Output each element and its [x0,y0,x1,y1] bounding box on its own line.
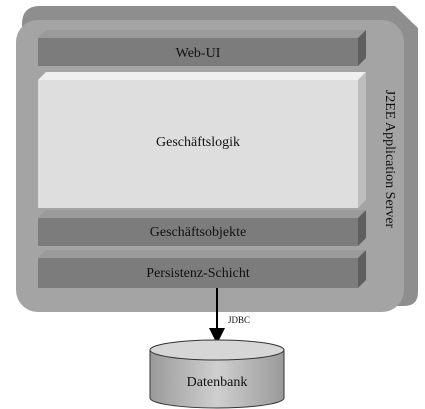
persistenz-schicht-label: Persistenz-Schicht [146,266,250,281]
geschaeftsobjekte-label: Geschäftsobjekte [150,225,246,240]
jdbc-label: JDBC [228,315,250,325]
server-label: J2EE Application Server [382,90,397,229]
geschaeftslogik-label: Geschäftslogik [156,135,240,150]
database-label: Datenbank [187,375,248,390]
layer-web-ui [38,30,366,66]
database-cylinder [149,339,285,409]
web-ui-label: Web-UI [176,46,221,61]
layer-geschaeftsobjekte [38,210,366,246]
layer-geschaeftslogik [38,72,366,208]
layer-persistenz-schicht [38,250,366,288]
